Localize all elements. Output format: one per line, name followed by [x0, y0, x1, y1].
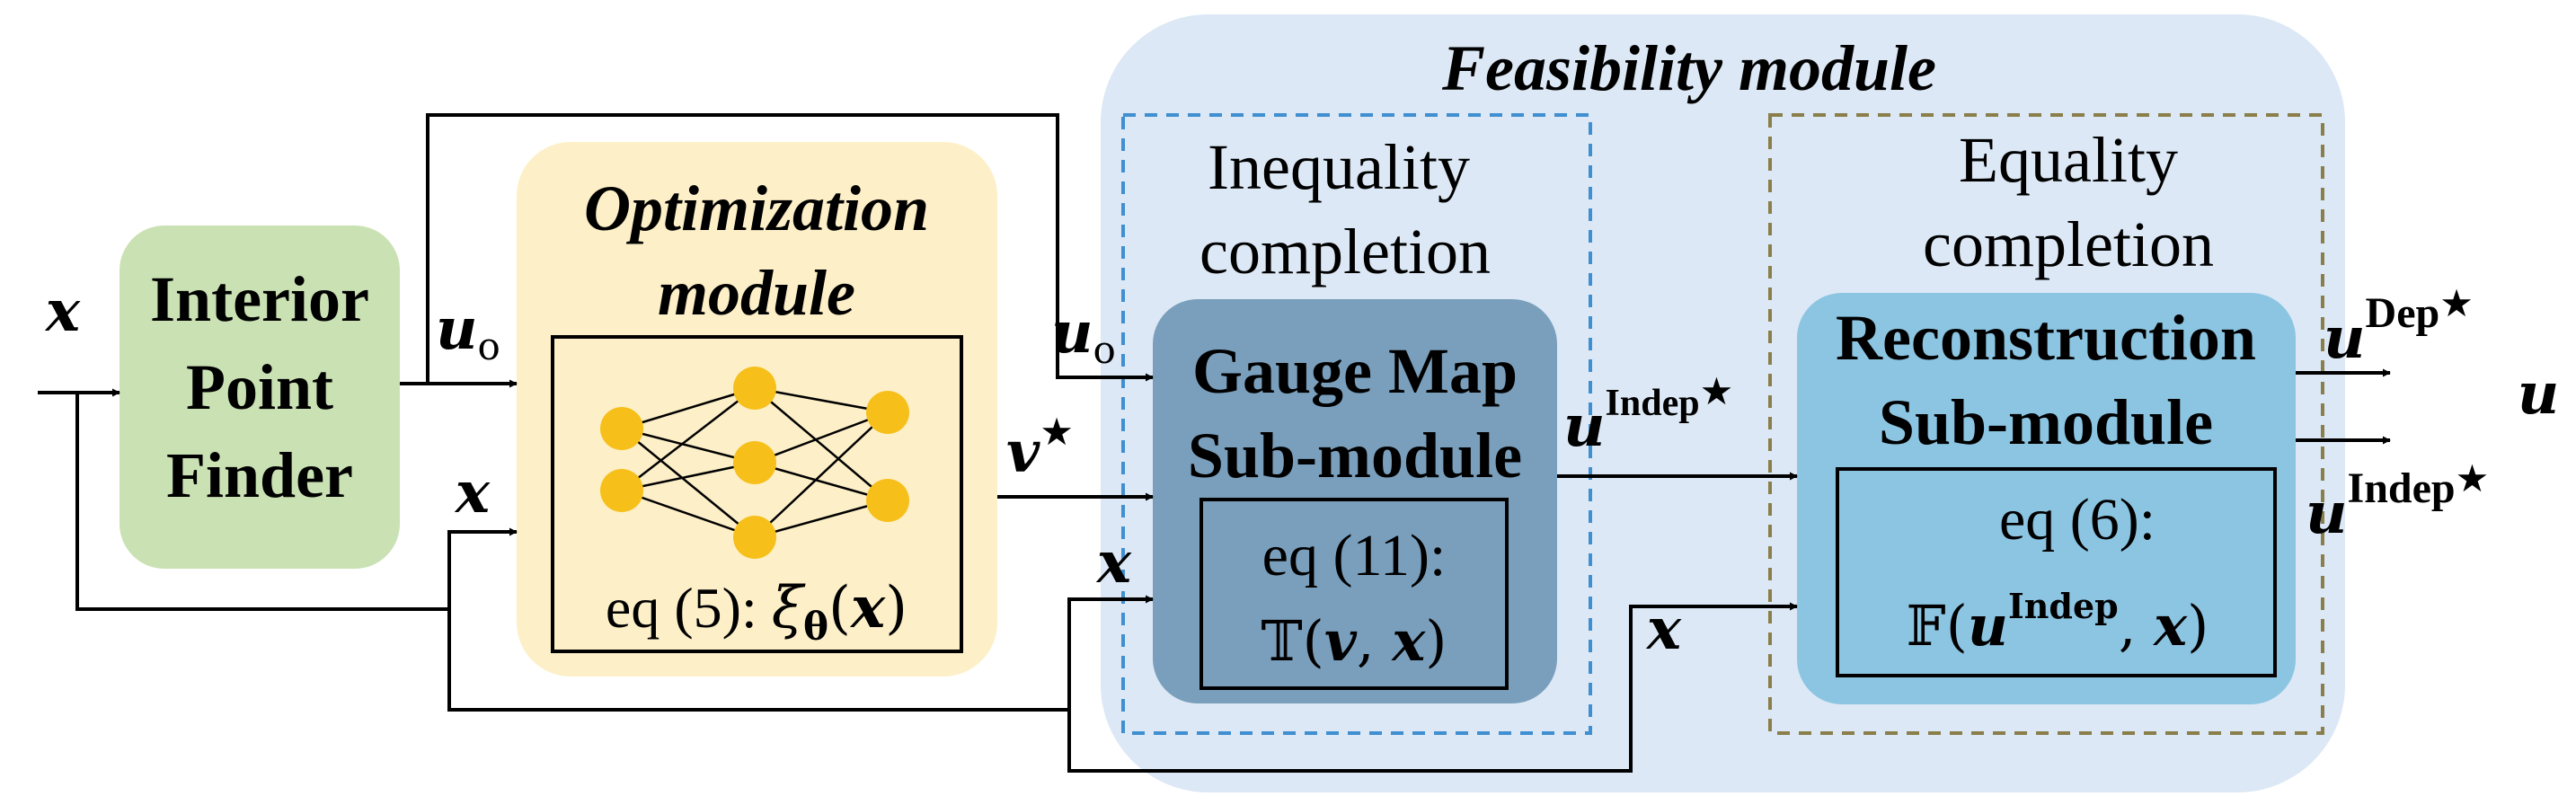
reconstruction-equation-expr: 𝔽(uIndep, x) — [1907, 586, 2209, 659]
label-x-gauge: x — [1095, 529, 1132, 597]
reconstruction-title-line2: Sub-module — [1879, 386, 2213, 458]
optimization-title-line1: Optimization — [584, 172, 929, 244]
label-input-x: x — [44, 278, 81, 345]
interior-point-finder-line2: Point — [186, 351, 333, 423]
optimization-title-line2: module — [658, 257, 855, 329]
label-uindep-star-mid: uIndep★ — [1563, 369, 1733, 460]
inequality-label-line2: completion — [1199, 216, 1491, 287]
gauge-map-equation-label: eq (11): — [1262, 523, 1447, 588]
x-to-reconstruction-arrow — [1067, 602, 1798, 773]
label-udep-star: uDep★ — [2324, 281, 2474, 372]
interior-point-finder-line1: Interior — [150, 263, 369, 335]
label-vstar: v★ — [1006, 410, 1074, 486]
label-uindep-star-out: uIndep★ — [2306, 456, 2489, 547]
label-x-optimization: x — [454, 459, 491, 526]
gauge-map-title-line2: Sub-module — [1188, 420, 1522, 491]
reconstruction-title-line1: Reconstruction — [1836, 302, 2256, 374]
neural-network-icon — [600, 367, 909, 559]
interior-point-finder-line3: Finder — [166, 439, 353, 511]
x-to-optimization-arrow — [447, 527, 518, 609]
optimization-equation: eq (5): ξθ(x) — [606, 574, 907, 649]
reconstruction-submodule-box — [1797, 293, 2296, 704]
equality-label-line1: Equality — [1959, 124, 2178, 196]
inequality-label-line1: Inequality — [1208, 131, 1470, 203]
interior-point-finder-box — [120, 226, 400, 569]
connectors — [38, 113, 2391, 773]
inequality-completion-box — [1121, 113, 1592, 735]
equality-completion-box — [1768, 113, 2324, 735]
label-uo-2: uo — [1051, 299, 1116, 372]
equality-label-line2: completion — [1923, 208, 2214, 280]
gauge-map-equation-box — [1199, 498, 1509, 690]
reconstruction-equation-box — [1836, 467, 2277, 677]
label-uo-1: uo — [436, 296, 500, 368]
label-u-output: u — [2518, 360, 2560, 428]
uo-to-gauge-arrow — [426, 113, 1154, 384]
optimization-inner-box — [551, 335, 963, 653]
gauge-map-equation-expr: 𝕋(v, x) — [1261, 608, 1447, 674]
gauge-map-title-line1: Gauge Map — [1192, 335, 1518, 407]
reconstruction-equation-label: eq (6): — [1999, 487, 2156, 553]
feasibility-module-title: Feasibility module — [1441, 32, 1936, 104]
label-x-reconstruction: x — [1645, 596, 1682, 663]
x-feedback-loop — [75, 393, 1154, 712]
